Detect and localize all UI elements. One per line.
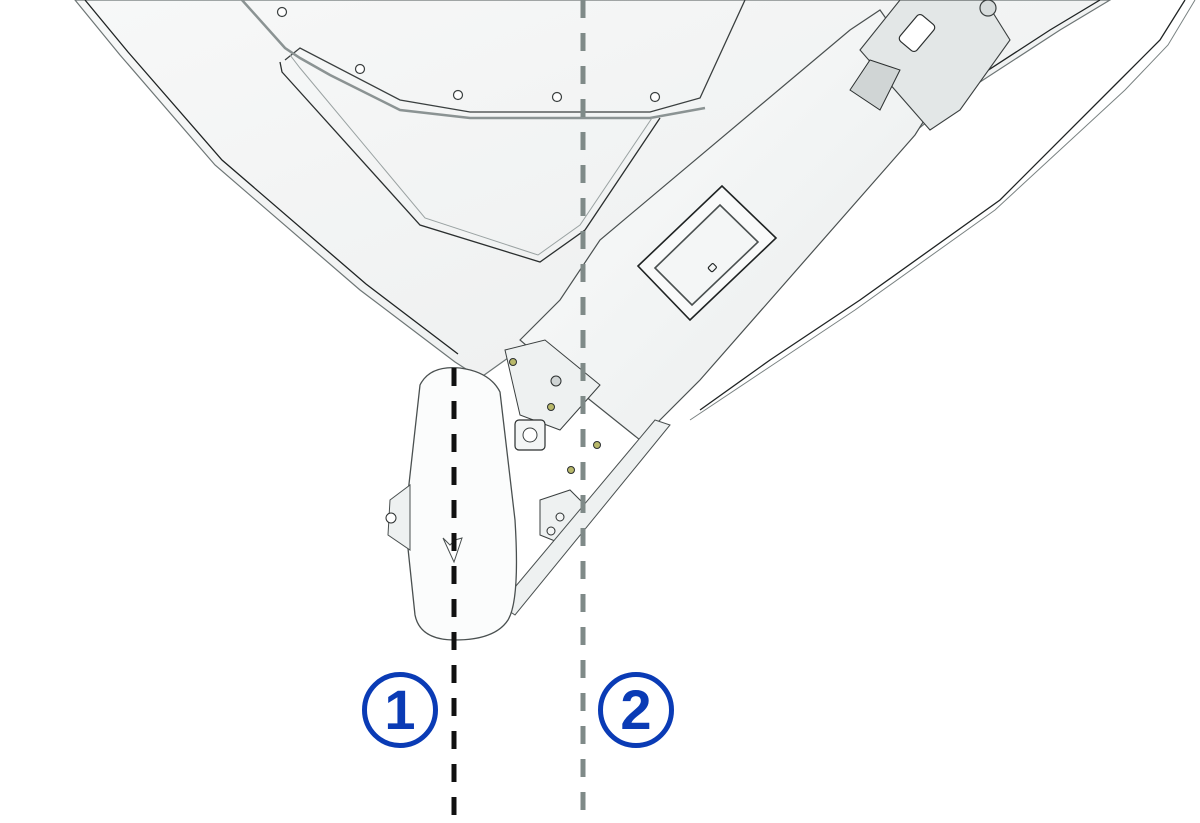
- callout-1: 1: [362, 672, 438, 748]
- trolling-motor-head: [385, 366, 518, 641]
- callout-2-label: 2: [620, 678, 652, 741]
- mount-control-panel: [636, 184, 778, 322]
- callout-1-label: 1: [384, 678, 416, 741]
- casting-deck: [241, 0, 746, 263]
- callout-2: 2: [598, 672, 674, 748]
- deck-fasteners: [276, 6, 661, 103]
